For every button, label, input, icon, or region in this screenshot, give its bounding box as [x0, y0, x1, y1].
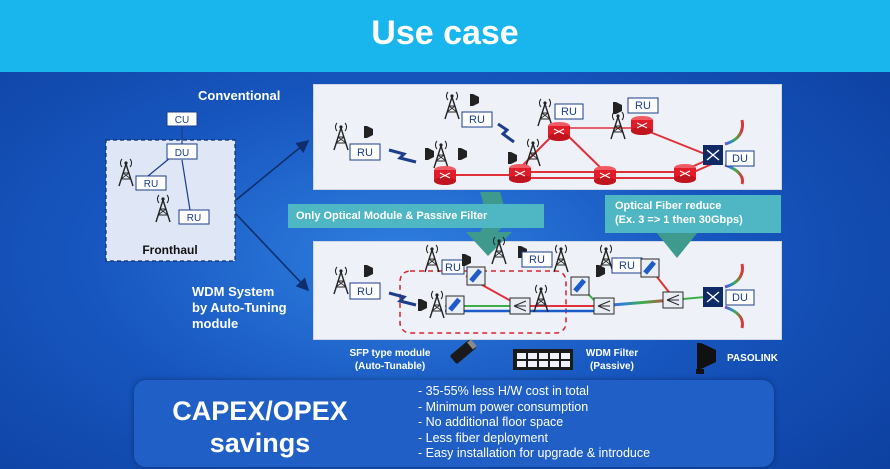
wdm-ru-label-1: RU — [357, 286, 373, 298]
fronthaul-du-box — [166, 143, 198, 160]
wdm-label-line2: by Auto-Tuning — [192, 300, 287, 315]
sfp-label-line2: (Auto-Tunable) — [355, 361, 425, 372]
fronthaul-du-label: DU — [175, 148, 189, 159]
wdm-ru-label-3: RU — [529, 254, 545, 266]
savings-bullet: - 35-55% less H/W cost in total — [418, 384, 589, 398]
wdm-label-line1: WDM System — [192, 284, 275, 299]
fronthaul-ru-box-1 — [135, 175, 167, 191]
conv-ru-box-1 — [349, 143, 381, 161]
wdm-filter-label-line1: WDM Filter — [586, 348, 638, 359]
pasolink-label: PASOLINK — [727, 353, 779, 364]
savings-title-line1: CAPEX/OPEX — [172, 396, 348, 426]
wdm-ru-box-3 — [521, 251, 553, 268]
savings-bullet: - No additional floor space — [418, 415, 564, 429]
savings-bullet: - Less fiber deployment — [418, 430, 548, 445]
savings-bullet: - Easy installation for upgrade & introd… — [418, 446, 651, 460]
conv-ru-box-2 — [461, 111, 493, 128]
optical-module-callout: Only Optical Module & Passive Filter — [288, 204, 544, 228]
wdm-ru-label-2: RU — [445, 262, 461, 274]
cu-label: CU — [175, 115, 189, 126]
wdm-filter-icon — [513, 349, 573, 370]
arrow-to-conventional — [235, 139, 310, 201]
conv-du-box — [725, 150, 755, 167]
fronthaul-ru-label-1: RU — [144, 179, 158, 190]
conv-du-label: DU — [732, 153, 748, 165]
conventional-label: Conventional — [198, 88, 281, 103]
wdm-label-line3: module — [192, 316, 239, 331]
conv-ru-label-4: RU — [635, 100, 651, 112]
optical-module-callout-text: Only Optical Module & Passive Filter — [296, 210, 488, 222]
conv-ru-label-2: RU — [469, 114, 485, 126]
wdm-ru-label-4: RU — [619, 260, 635, 272]
wdm-du-label: DU — [732, 292, 748, 304]
cu-box — [166, 111, 198, 127]
savings-title-line2: savings — [209, 428, 311, 458]
conv-ru-label-3: RU — [561, 106, 577, 118]
fiber-reduce-line1: Optical Fiber reduce — [615, 200, 722, 212]
conv-ru-label-1: RU — [357, 147, 373, 159]
conv-ru-box-4 — [627, 97, 659, 114]
fronthaul-ru-box-2 — [178, 209, 210, 225]
wdm-ru-box-2 — [441, 259, 465, 275]
savings-bullet-list: - 35-55% less H/W cost in total - Minimu… — [418, 384, 650, 462]
sfp-label-line1: SFP type module — [350, 348, 431, 359]
pasolink-icon — [696, 343, 716, 374]
fronthaul-ru-label-2: RU — [187, 213, 201, 224]
arrow-to-wdm — [235, 213, 310, 292]
savings-bullet: - Minimum power consumption — [418, 399, 589, 414]
fiber-reduce-line2: (Ex. 3 => 1 then 30Gbps) — [615, 214, 743, 226]
wdm-filter-label-line2: (Passive) — [590, 361, 634, 372]
wdm-du-box — [725, 289, 755, 306]
savings-panel: CAPEX/OPEX savings - 35-55% less H/W cos… — [134, 380, 774, 467]
slide-title: Use case — [371, 14, 519, 52]
fronthaul-box — [105, 139, 236, 262]
conv-ru-box-3 — [554, 103, 584, 120]
fiber-reduce-callout: Optical Fiber reduce (Ex. 3 => 1 then 30… — [605, 195, 781, 233]
header-bar — [0, 0, 890, 72]
sfp-module-icon — [450, 339, 477, 364]
fronthaul-caption: Fronthaul — [142, 243, 197, 257]
wdm-ru-box-1 — [349, 282, 381, 300]
